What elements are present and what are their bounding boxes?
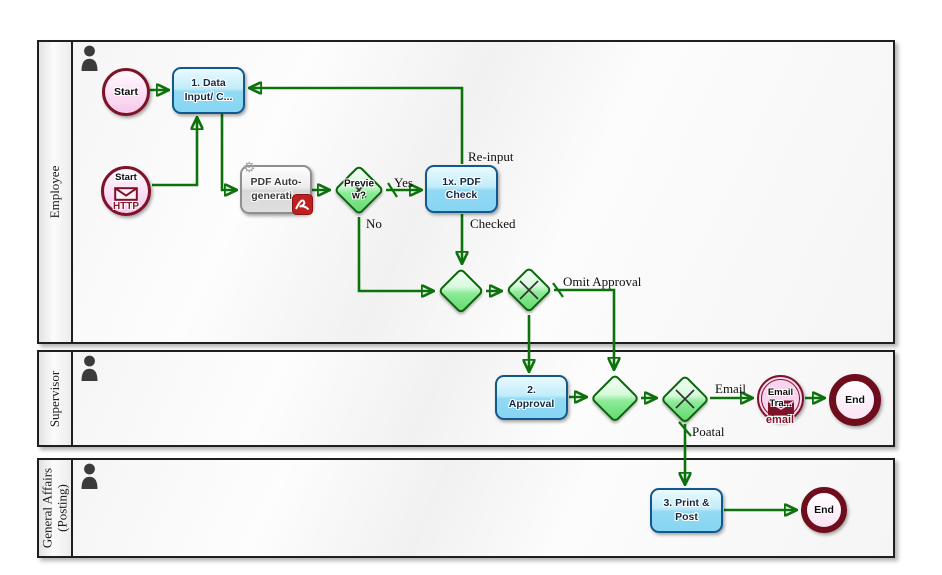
task-pdf-check[interactable]: 1x. PDF Check: [425, 165, 498, 213]
flow-pdf-check-reinput-to-data-input[interactable]: [250, 88, 464, 164]
lane-general-affairs: General Affairs (Posting): [37, 458, 895, 558]
task-data-input[interactable]: 1. Data Input/ C...: [172, 67, 245, 114]
pdf-icon: [292, 194, 313, 215]
email-transmission-badge: email: [765, 414, 795, 426]
task-approval[interactable]: 2. Approval: [495, 375, 568, 420]
end-event-label: End: [814, 504, 834, 516]
task-print-post-label: 3. Print & Post: [663, 497, 710, 523]
flow-label-postal: Poatal: [692, 424, 725, 439]
end-event-posting[interactable]: End: [801, 487, 847, 533]
lane-employee-header[interactable]: Employee: [39, 42, 73, 342]
gateway-xor-1[interactable]: [505, 266, 553, 314]
default-flow-marker-omit: [552, 282, 564, 298]
xor-marker-icon: [675, 389, 695, 409]
flow-label-re-input: Re-input: [468, 149, 514, 164]
gateway-diamond: [590, 373, 640, 423]
default-flow-marker-yes: [387, 182, 398, 198]
email-transmission-label: Email Tra...: [767, 387, 794, 409]
person-icon: [81, 355, 98, 381]
start-http-badge: HTTP: [112, 201, 140, 212]
flow-label-no: No: [366, 216, 382, 231]
xor-marker-icon: [519, 280, 539, 300]
gateway-merge-2[interactable]: [590, 373, 640, 423]
default-flow-marker-postal: [678, 421, 692, 437]
task-pdf-check-label: 1x. PDF Check: [442, 175, 481, 201]
end-event-label: End: [845, 394, 865, 406]
intermediate-event-email-transmission[interactable]: Email Tra...: [757, 375, 804, 422]
flow-preview-no-to-merge[interactable]: [357, 217, 433, 291]
flow-label-checked: Checked: [470, 216, 516, 231]
person-icon: [81, 463, 98, 489]
envelope-icon: [114, 187, 138, 201]
envelope-filled-icon: [767, 400, 794, 416]
gear-icon: ⚙: [243, 159, 256, 175]
gateway-preview-label: Previe w?: [343, 178, 375, 202]
person-icon: [81, 45, 98, 71]
task-data-input-label: 1. Data Input/ C...: [184, 77, 233, 103]
gateway-preview[interactable]: Previe w?: [333, 164, 385, 216]
start-event-label: Start: [114, 86, 138, 98]
flow-label-yes: Yes: [394, 175, 413, 190]
flow-label-email: Email: [715, 381, 747, 396]
end-event-supervisor[interactable]: End: [829, 374, 881, 426]
gateway-merge-1[interactable]: [437, 267, 485, 315]
task-print-post[interactable]: 3. Print & Post: [650, 488, 723, 533]
lane-supervisor-header[interactable]: Supervisor: [39, 352, 73, 445]
flow-label-omit-approval: Omit Approval: [563, 274, 642, 289]
task-approval-label: 2. Approval: [508, 384, 555, 410]
lane-general-affairs-header[interactable]: General Affairs (Posting): [39, 460, 73, 556]
task-pdf-autogeneration-label: PDF Auto-generati...: [250, 176, 302, 202]
flow-xor-omit-approval-to-merge2[interactable]: [554, 288, 614, 369]
start-http-event[interactable]: Start: [101, 166, 151, 216]
flow-data-input-to-pdf-autogen[interactable]: [220, 114, 236, 190]
gateway-diamond: [437, 267, 485, 315]
start-event[interactable]: Start: [102, 68, 150, 116]
gateway-xor-2[interactable]: [660, 374, 710, 424]
xor-marker-icon: [351, 182, 367, 198]
flow-starthttp-to-data-input[interactable]: [152, 118, 197, 187]
inner-ring: [761, 379, 800, 418]
start-http-label: Start: [115, 172, 137, 183]
task-pdf-autogeneration[interactable]: ⚙ PDF Auto-generati...: [240, 160, 313, 215]
